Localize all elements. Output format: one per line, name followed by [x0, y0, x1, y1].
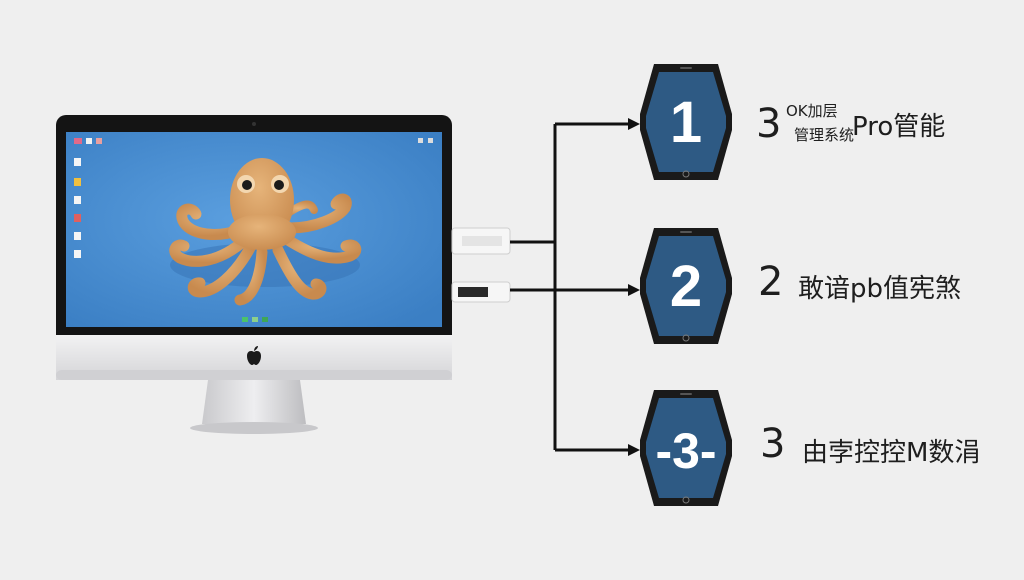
desktop-file-icon[interactable]	[428, 138, 433, 143]
label-main: Pro管能	[852, 112, 946, 142]
octopus-eye	[274, 180, 284, 190]
desktop-file-icon[interactable]	[96, 138, 102, 144]
label-number: 3	[756, 101, 781, 147]
apple-logo	[247, 346, 261, 365]
label-top-line: OK加层	[786, 102, 838, 120]
label-number: 3	[760, 421, 785, 467]
desktop-folder-icon[interactable]	[74, 178, 81, 186]
octopus-eye	[242, 180, 252, 190]
desktop-file-icon[interactable]	[74, 232, 81, 240]
desktop-file-icon[interactable]	[74, 214, 81, 222]
desktop-file-icon[interactable]	[74, 138, 82, 144]
label-sub: 管理系统	[794, 126, 855, 144]
desktop-file-icon[interactable]	[418, 138, 423, 143]
monitor-stand	[202, 380, 306, 424]
arrow-icon	[628, 444, 640, 456]
device-3[interactable]: -3-	[640, 390, 732, 506]
device-number: 1	[670, 90, 702, 155]
imac-monitor	[56, 115, 452, 434]
device-number: -3-	[655, 423, 716, 479]
device-1[interactable]: 1	[640, 64, 732, 180]
arrowheads	[628, 118, 640, 456]
arrow-icon	[628, 284, 640, 296]
desktop-file-icon[interactable]	[74, 196, 81, 204]
arrow-icon	[628, 118, 640, 130]
device-number: 2	[670, 254, 702, 319]
monitor-base	[190, 422, 318, 434]
dock	[242, 317, 268, 322]
dock-app-icon[interactable]	[242, 317, 248, 322]
connector-lines	[510, 122, 628, 452]
label-number: 2	[758, 259, 783, 305]
desktop-file-icon[interactable]	[74, 250, 81, 258]
label-main: 敢谙pb值宪煞	[798, 274, 962, 304]
device-2[interactable]: 2	[640, 228, 732, 344]
usb-ports	[451, 227, 511, 303]
dock-app-icon[interactable]	[252, 317, 258, 322]
label-main: 由孛控控M数涓	[802, 438, 981, 468]
desktop-icons	[74, 138, 433, 258]
dock-app-icon[interactable]	[262, 317, 268, 322]
camera-icon	[252, 122, 256, 126]
desktop-file-icon[interactable]	[86, 138, 92, 144]
desktop-file-icon[interactable]	[74, 158, 81, 166]
octopus-illustration	[169, 158, 362, 306]
